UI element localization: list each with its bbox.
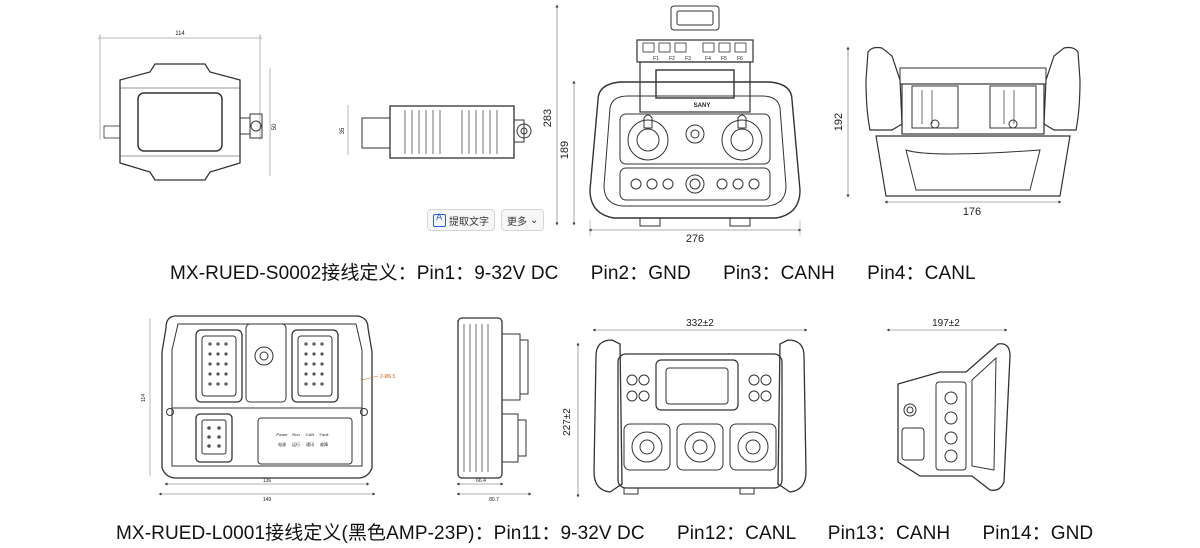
svg-text:F4: F4 [705, 56, 711, 62]
svg-text:F3: F3 [685, 56, 691, 62]
text-recognition-icon [433, 213, 446, 227]
console-width-dim: 332±2 [686, 318, 714, 329]
module-width-dim: 114 [175, 31, 185, 37]
svg-text:电源: 电源 [278, 441, 286, 447]
remote-fkey-labels: F1 F2 F3 F4 F5 F6 [653, 56, 743, 62]
remote-front-view [555, 4, 802, 236]
svg-text:F1: F1 [653, 56, 659, 62]
ecu-top-view [149, 315, 379, 496]
svg-text:Fault: Fault [320, 432, 330, 437]
module-profile-view [347, 105, 532, 159]
ecu-hole-note: 2-Ø6.5 [380, 374, 396, 380]
ecu-outer-width-dim: 149 [263, 497, 272, 503]
remote-logo: SANY [694, 103, 711, 109]
svg-text:F5: F5 [721, 56, 727, 62]
remote-body-height-dim: 189 [559, 141, 571, 159]
remote-width-dim: 276 [686, 233, 704, 245]
svg-text:CAN: CAN [306, 432, 315, 437]
remote-overall-height-dim: 283 [542, 109, 554, 127]
ecu-height-dim: 114 [141, 394, 147, 402]
screenshot-toolbar: 提取文字 更多 ⌄ [427, 209, 545, 231]
extract-text-label: 提取文字 [449, 216, 489, 228]
more-button[interactable]: 更多 ⌄ [501, 209, 545, 231]
more-label: 更多 [507, 216, 527, 228]
bottom-wiring-caption: MX-RUED-L0001接线定义(黑色AMP-23P)：Pin11：9-32V… [116, 523, 1094, 544]
module-height-dim: 50 [272, 123, 278, 130]
ecu-side-outer-dim: 80.7 [489, 497, 499, 503]
svg-text:Run: Run [292, 432, 299, 437]
svg-text:运行: 运行 [292, 441, 300, 447]
console-height-dim: 227±2 [562, 408, 573, 436]
remote-side-height-dim: 192 [833, 113, 845, 131]
svg-text:故障: 故障 [320, 441, 328, 447]
ecu-side-view [456, 317, 532, 496]
ecu-indicator-labels: Power Run CAN Fault 电源 运行 通讯 故障 [276, 432, 329, 447]
ecu-side-inner-dim: 66.4 [476, 478, 486, 484]
ecu-inner-width-dim: 136 [263, 478, 272, 484]
top-wiring-caption: MX-RUED-S0002接线定义：Pin1：9-32V DC Pin2：GND… [170, 263, 976, 284]
svg-text:通讯: 通讯 [306, 441, 314, 447]
svg-text:F6: F6 [737, 56, 743, 62]
console-side-view [886, 328, 1011, 491]
console-side-width-dim: 197±2 [932, 318, 960, 329]
module-side-view [98, 34, 271, 181]
console-top-view [576, 328, 808, 498]
ecu-connector-pins [207, 342, 324, 448]
svg-text:Power: Power [276, 432, 288, 437]
remote-side-view [846, 46, 1081, 204]
module-profile-height-dim: 35 [340, 127, 346, 134]
svg-text:F2: F2 [669, 56, 675, 62]
extract-text-button[interactable]: 提取文字 [427, 209, 495, 231]
chevron-down-icon: ⌄ [530, 214, 539, 226]
remote-side-width-dim: 176 [963, 206, 981, 218]
